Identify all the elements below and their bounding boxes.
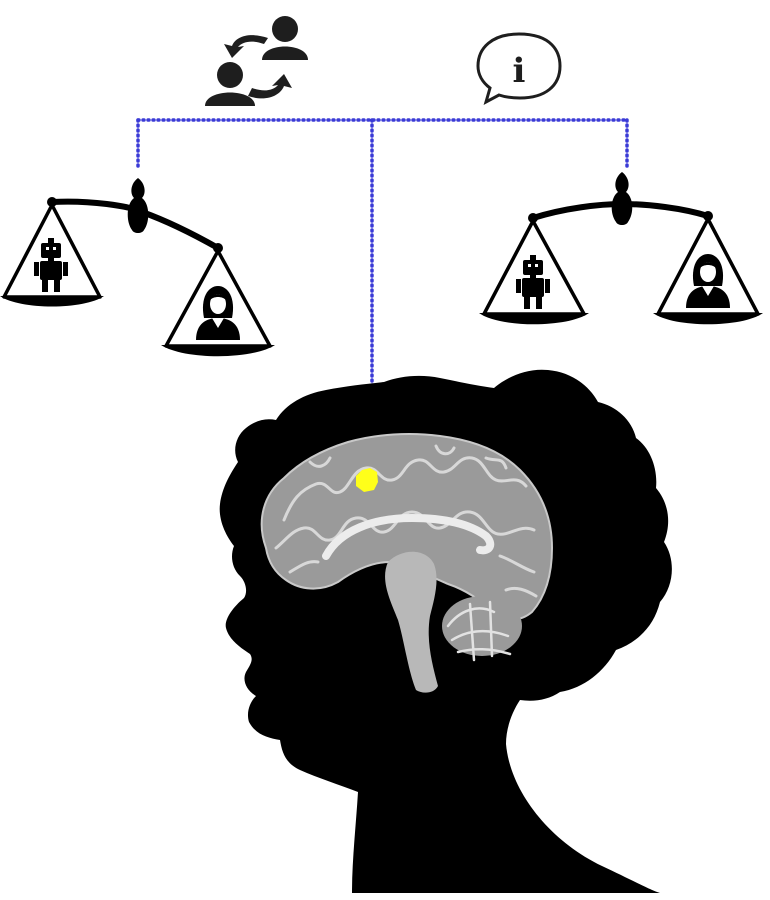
activation-highlight [356, 468, 378, 492]
right-scale-beam [530, 200, 711, 221]
brain-cortex [260, 433, 554, 621]
brainstem [385, 551, 438, 693]
info-glyph: i [513, 51, 526, 91]
right-scale-pan-robot [479, 219, 589, 325]
left-scale [0, 178, 275, 357]
right-scale-pan-woman [653, 217, 763, 325]
left-scale-pan-robot [0, 203, 104, 307]
info-speech-bubble-icon: i [476, 32, 562, 106]
people-exchange-icon [205, 16, 308, 106]
corpus-callosum [322, 513, 495, 560]
left-scale-pan-woman [161, 249, 275, 357]
right-scale-fulcrum [611, 172, 633, 225]
left-scale-fulcrum [127, 178, 149, 233]
left-scale-beam [49, 198, 221, 251]
brain-section [260, 433, 554, 693]
cerebellum [442, 596, 522, 662]
right-scale [479, 172, 763, 325]
